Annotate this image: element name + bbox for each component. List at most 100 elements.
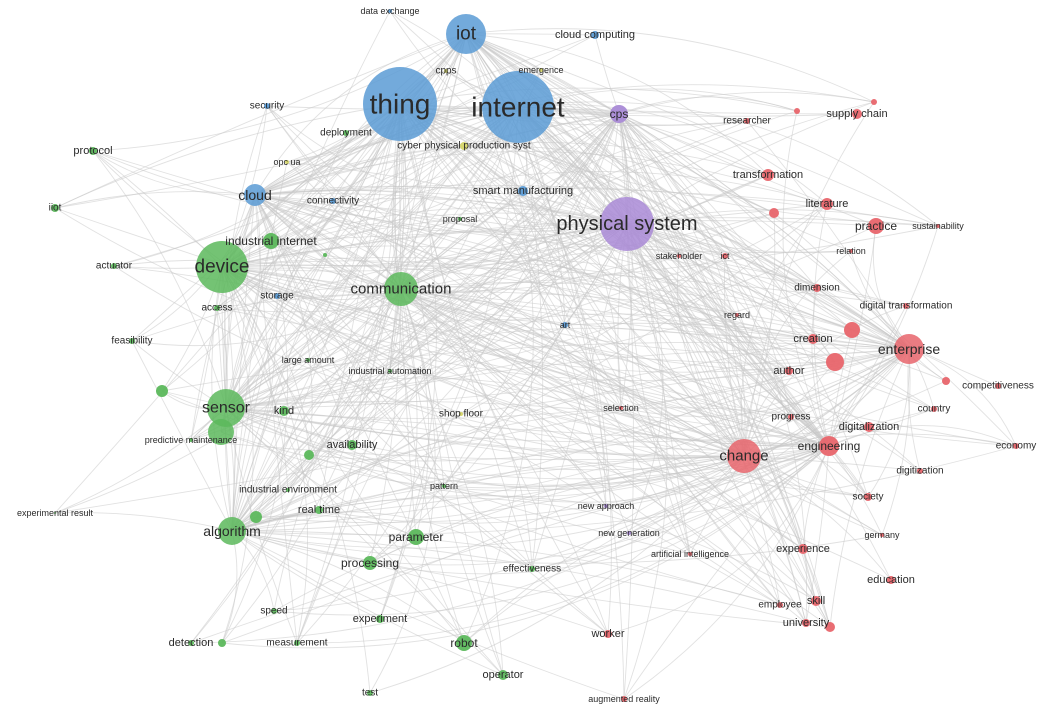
node-proposal[interactable] bbox=[458, 217, 462, 221]
node-transformation[interactable] bbox=[762, 169, 774, 181]
node-smart-manufacturing[interactable] bbox=[518, 186, 528, 196]
node-artificial-intelligence[interactable] bbox=[688, 552, 692, 556]
node-communication[interactable] bbox=[384, 272, 418, 306]
node-digitization[interactable] bbox=[917, 468, 923, 474]
node-red-big1[interactable] bbox=[844, 322, 860, 338]
network-edge bbox=[399, 87, 798, 112]
node-feasibility[interactable] bbox=[129, 338, 135, 344]
node-competitiveness[interactable] bbox=[995, 383, 1001, 389]
node-cloud[interactable] bbox=[244, 184, 266, 206]
node-practice[interactable] bbox=[868, 218, 884, 234]
node-cloud-computing[interactable] bbox=[591, 31, 599, 39]
node-device[interactable] bbox=[196, 241, 248, 293]
node-university[interactable] bbox=[802, 619, 810, 627]
node-green-dot1[interactable] bbox=[156, 385, 168, 397]
node-pattern[interactable] bbox=[442, 484, 446, 488]
node-creation[interactable] bbox=[808, 334, 818, 344]
node-measurement[interactable] bbox=[294, 640, 300, 646]
node-storage[interactable] bbox=[274, 293, 280, 299]
label-economy: economy bbox=[996, 441, 1037, 452]
node-digital-transformation[interactable] bbox=[903, 303, 909, 309]
node-ict[interactable] bbox=[722, 253, 728, 259]
node-researcher[interactable] bbox=[744, 118, 750, 124]
node-red-big2[interactable] bbox=[826, 353, 844, 371]
node-industrial-internet[interactable] bbox=[263, 233, 279, 249]
node-employee[interactable] bbox=[777, 602, 783, 608]
node-industrial-environment[interactable] bbox=[286, 488, 290, 492]
node-change[interactable] bbox=[727, 439, 761, 473]
node-iiot[interactable] bbox=[51, 204, 59, 212]
node-germany[interactable] bbox=[880, 533, 884, 537]
node-experimental-result[interactable] bbox=[54, 512, 56, 514]
node-cpps[interactable] bbox=[444, 69, 448, 73]
node-deployment[interactable] bbox=[343, 130, 349, 136]
node-data-exchange[interactable] bbox=[388, 9, 392, 13]
node-opc-ua[interactable] bbox=[285, 160, 289, 164]
node-augmented-reality[interactable] bbox=[621, 696, 627, 702]
node-red-dot2[interactable] bbox=[871, 99, 877, 105]
node-dimension[interactable] bbox=[813, 284, 821, 292]
node-detection[interactable] bbox=[188, 640, 194, 646]
node-selection[interactable] bbox=[619, 406, 623, 410]
node-author[interactable] bbox=[785, 367, 793, 375]
node-parameter[interactable] bbox=[408, 529, 424, 545]
node-regard[interactable] bbox=[735, 313, 739, 317]
node-engineering[interactable] bbox=[819, 436, 839, 456]
node-digitalization[interactable] bbox=[864, 422, 874, 432]
node-education[interactable] bbox=[887, 576, 895, 584]
node-speed[interactable] bbox=[271, 608, 277, 614]
node-enterprise[interactable] bbox=[894, 334, 924, 364]
node-skill[interactable] bbox=[811, 596, 821, 606]
node-red-dot1[interactable] bbox=[794, 108, 800, 114]
node-literature[interactable] bbox=[821, 198, 833, 210]
node-emergence[interactable] bbox=[539, 68, 543, 72]
node-detection-dot[interactable] bbox=[218, 639, 226, 647]
network-edge bbox=[628, 348, 910, 534]
node-red-dot5[interactable] bbox=[825, 622, 835, 632]
node-relation[interactable] bbox=[849, 249, 853, 253]
node-experience[interactable] bbox=[798, 544, 808, 554]
node-processing[interactable] bbox=[363, 556, 377, 570]
node-cps[interactable] bbox=[610, 105, 628, 123]
node-country[interactable] bbox=[931, 406, 937, 412]
node-connectivity[interactable] bbox=[330, 198, 336, 204]
node-iot-top[interactable] bbox=[446, 14, 486, 54]
node-new-approach[interactable] bbox=[604, 504, 608, 508]
node-new-generation[interactable] bbox=[627, 531, 631, 535]
node-experiment[interactable] bbox=[376, 615, 384, 623]
node-economy[interactable] bbox=[1013, 443, 1019, 449]
node-society[interactable] bbox=[864, 493, 872, 501]
node-effectiveness[interactable] bbox=[529, 566, 535, 572]
node-kind[interactable] bbox=[279, 406, 289, 416]
node-sustainability[interactable] bbox=[936, 224, 940, 228]
node-green-dot2[interactable] bbox=[304, 450, 314, 460]
node-red-dot3[interactable] bbox=[769, 208, 779, 218]
node-security[interactable] bbox=[264, 103, 270, 109]
node-sensor[interactable] bbox=[207, 389, 245, 427]
node-predictive-maintenance[interactable] bbox=[189, 438, 193, 442]
node-test[interactable] bbox=[367, 690, 373, 696]
node-cpsys[interactable] bbox=[460, 142, 468, 150]
node-physical-system[interactable] bbox=[600, 197, 654, 251]
node-worker[interactable] bbox=[604, 630, 612, 638]
node-protocol[interactable] bbox=[89, 147, 97, 155]
node-robot[interactable] bbox=[456, 635, 472, 651]
node-real-time[interactable] bbox=[315, 506, 323, 514]
node-actuator[interactable] bbox=[111, 263, 117, 269]
node-internet[interactable] bbox=[482, 71, 554, 143]
node-thing[interactable] bbox=[363, 67, 437, 141]
node-progress[interactable] bbox=[788, 414, 794, 420]
node-algorithm[interactable] bbox=[218, 517, 246, 545]
node-stakeholder[interactable] bbox=[677, 254, 681, 258]
node-green-dot3[interactable] bbox=[250, 511, 262, 523]
node-industrial-automation[interactable] bbox=[388, 369, 392, 373]
node-large-amount[interactable] bbox=[306, 358, 310, 362]
node-access[interactable] bbox=[214, 305, 220, 311]
node-art[interactable] bbox=[562, 322, 568, 328]
node-operator[interactable] bbox=[498, 670, 508, 680]
node-supply-chain[interactable] bbox=[852, 109, 862, 119]
node-red-dot4[interactable] bbox=[942, 377, 950, 385]
node-shop-floor[interactable] bbox=[459, 412, 463, 416]
node-availability[interactable] bbox=[347, 440, 357, 450]
node-small-dot[interactable] bbox=[323, 253, 327, 257]
